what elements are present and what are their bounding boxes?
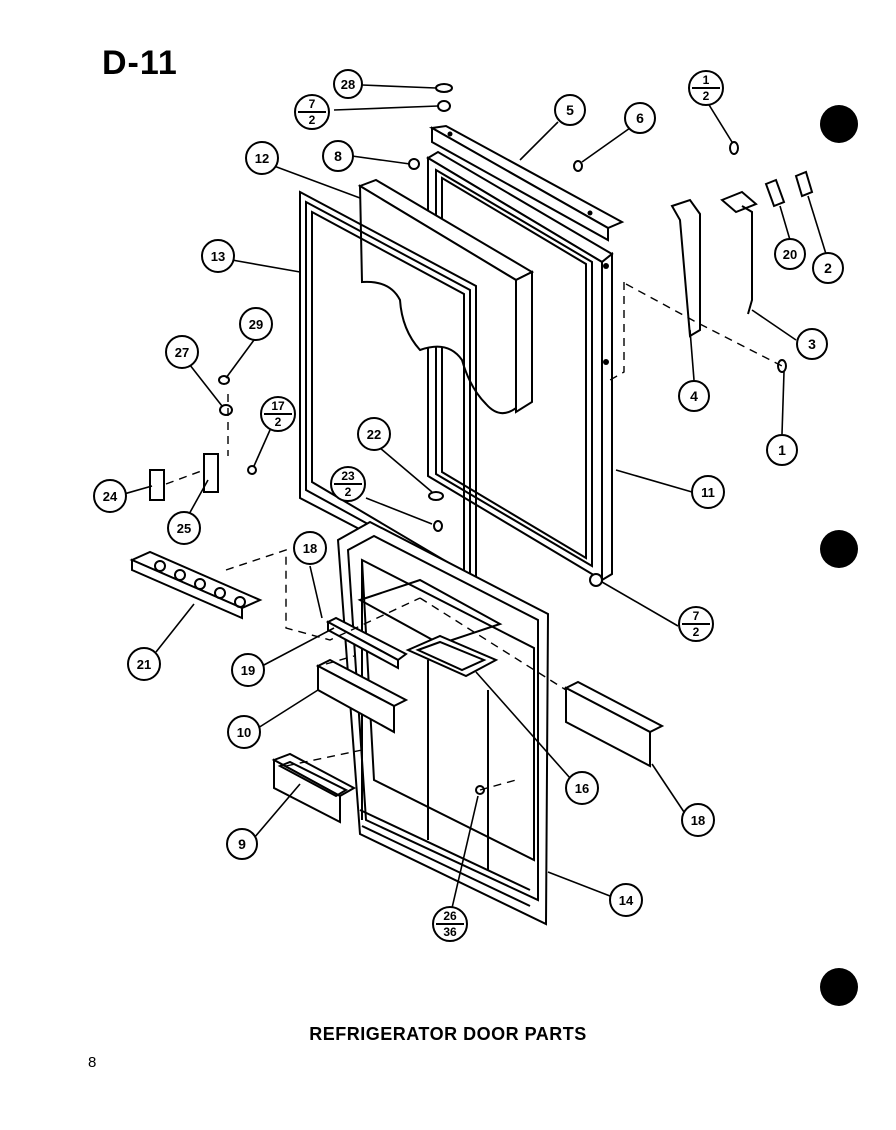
svg-text:29: 29 — [249, 317, 263, 332]
svg-text:13: 13 — [211, 249, 225, 264]
callout-4: 4 — [678, 380, 710, 412]
callout-18-lower: 18 — [681, 803, 715, 837]
callout-22: 22 — [357, 417, 391, 451]
fasteners — [218, 83, 787, 795]
part-top-trim — [428, 124, 625, 242]
svg-text:1: 1 — [703, 73, 710, 87]
svg-text:14: 14 — [619, 893, 634, 908]
callout-7-2-bottom: 7 2 — [678, 606, 714, 642]
part-bottom-bin — [271, 752, 357, 824]
callout-24: 24 — [93, 479, 127, 513]
callout-11: 11 — [691, 475, 725, 509]
svg-text:27: 27 — [175, 345, 189, 360]
callout-20: 20 — [774, 238, 806, 270]
callout-26-36: 26 36 — [432, 906, 468, 942]
svg-text:6: 6 — [636, 110, 644, 126]
svg-text:8: 8 — [334, 148, 342, 164]
svg-text:7: 7 — [693, 609, 700, 623]
part-inner-liner — [336, 520, 550, 926]
part-egg-tray — [129, 550, 263, 620]
svg-text:21: 21 — [137, 657, 151, 672]
svg-text:2: 2 — [345, 485, 352, 499]
part-hinge-bracket — [670, 190, 758, 338]
svg-text:18: 18 — [303, 541, 317, 556]
assembly-lines — [165, 282, 783, 791]
binder-hole-middle — [820, 530, 858, 568]
svg-text:1: 1 — [778, 442, 786, 458]
callout-19: 19 — [231, 653, 265, 687]
callout-16: 16 — [565, 771, 599, 805]
binder-hole-bottom — [820, 968, 858, 1006]
part-door-bin — [315, 658, 409, 734]
callout-18-upper: 18 — [293, 531, 327, 565]
svg-text:16: 16 — [575, 781, 589, 796]
callout-1-2: 1 2 — [688, 70, 724, 106]
svg-text:9: 9 — [238, 836, 246, 852]
svg-text:23: 23 — [341, 469, 355, 483]
callout-28: 28 — [333, 69, 363, 99]
svg-text:11: 11 — [701, 485, 715, 500]
callout-23-2: 23 2 — [330, 466, 366, 502]
callout-6: 6 — [624, 102, 656, 134]
svg-text:4: 4 — [690, 388, 698, 404]
callout-8: 8 — [322, 140, 354, 172]
svg-text:22: 22 — [367, 427, 381, 442]
svg-text:19: 19 — [241, 663, 255, 678]
svg-text:7: 7 — [309, 97, 316, 111]
callout-17-2: 17 2 — [260, 396, 296, 432]
callout-13: 13 — [201, 239, 235, 273]
svg-text:25: 25 — [177, 521, 191, 536]
callout-14: 14 — [609, 883, 643, 917]
callout-21: 21 — [127, 647, 161, 681]
svg-text:24: 24 — [103, 489, 118, 504]
svg-text:36: 36 — [443, 925, 457, 939]
svg-text:10: 10 — [237, 725, 251, 740]
callout-12: 12 — [245, 141, 279, 175]
page-number: 8 — [88, 1054, 97, 1071]
svg-text:17: 17 — [271, 399, 285, 413]
callout-25: 25 — [167, 511, 201, 545]
svg-text:5: 5 — [566, 102, 574, 118]
callout-1: 1 — [766, 434, 798, 466]
callout-3: 3 — [796, 328, 828, 360]
callout-5: 5 — [554, 94, 586, 126]
callout-7-2-top: 7 2 — [294, 94, 330, 130]
svg-text:28: 28 — [341, 77, 355, 92]
callout-27: 27 — [165, 335, 199, 369]
svg-text:26: 26 — [443, 909, 457, 923]
svg-text:2: 2 — [275, 415, 282, 429]
part-shim-tabs — [764, 170, 814, 208]
callout-2: 2 — [812, 252, 844, 284]
svg-text:2: 2 — [309, 113, 316, 127]
callout-10: 10 — [227, 715, 261, 749]
svg-text:12: 12 — [255, 151, 269, 166]
callout-9: 9 — [226, 828, 258, 860]
svg-text:2: 2 — [693, 625, 700, 639]
part-side-rail — [563, 680, 665, 768]
part-shelf — [405, 634, 499, 678]
svg-text:18: 18 — [691, 813, 705, 828]
svg-text:3: 3 — [808, 336, 816, 352]
page-title: D-11 — [102, 44, 178, 82]
svg-text:2: 2 — [824, 260, 832, 276]
svg-text:2: 2 — [703, 89, 710, 103]
svg-text:20: 20 — [783, 247, 797, 262]
binder-hole-top — [820, 105, 858, 143]
leader-lines — [123, 84, 827, 909]
callout-29: 29 — [239, 307, 273, 341]
diagram-caption: REFRIGERATOR DOOR PARTS — [309, 1024, 587, 1044]
